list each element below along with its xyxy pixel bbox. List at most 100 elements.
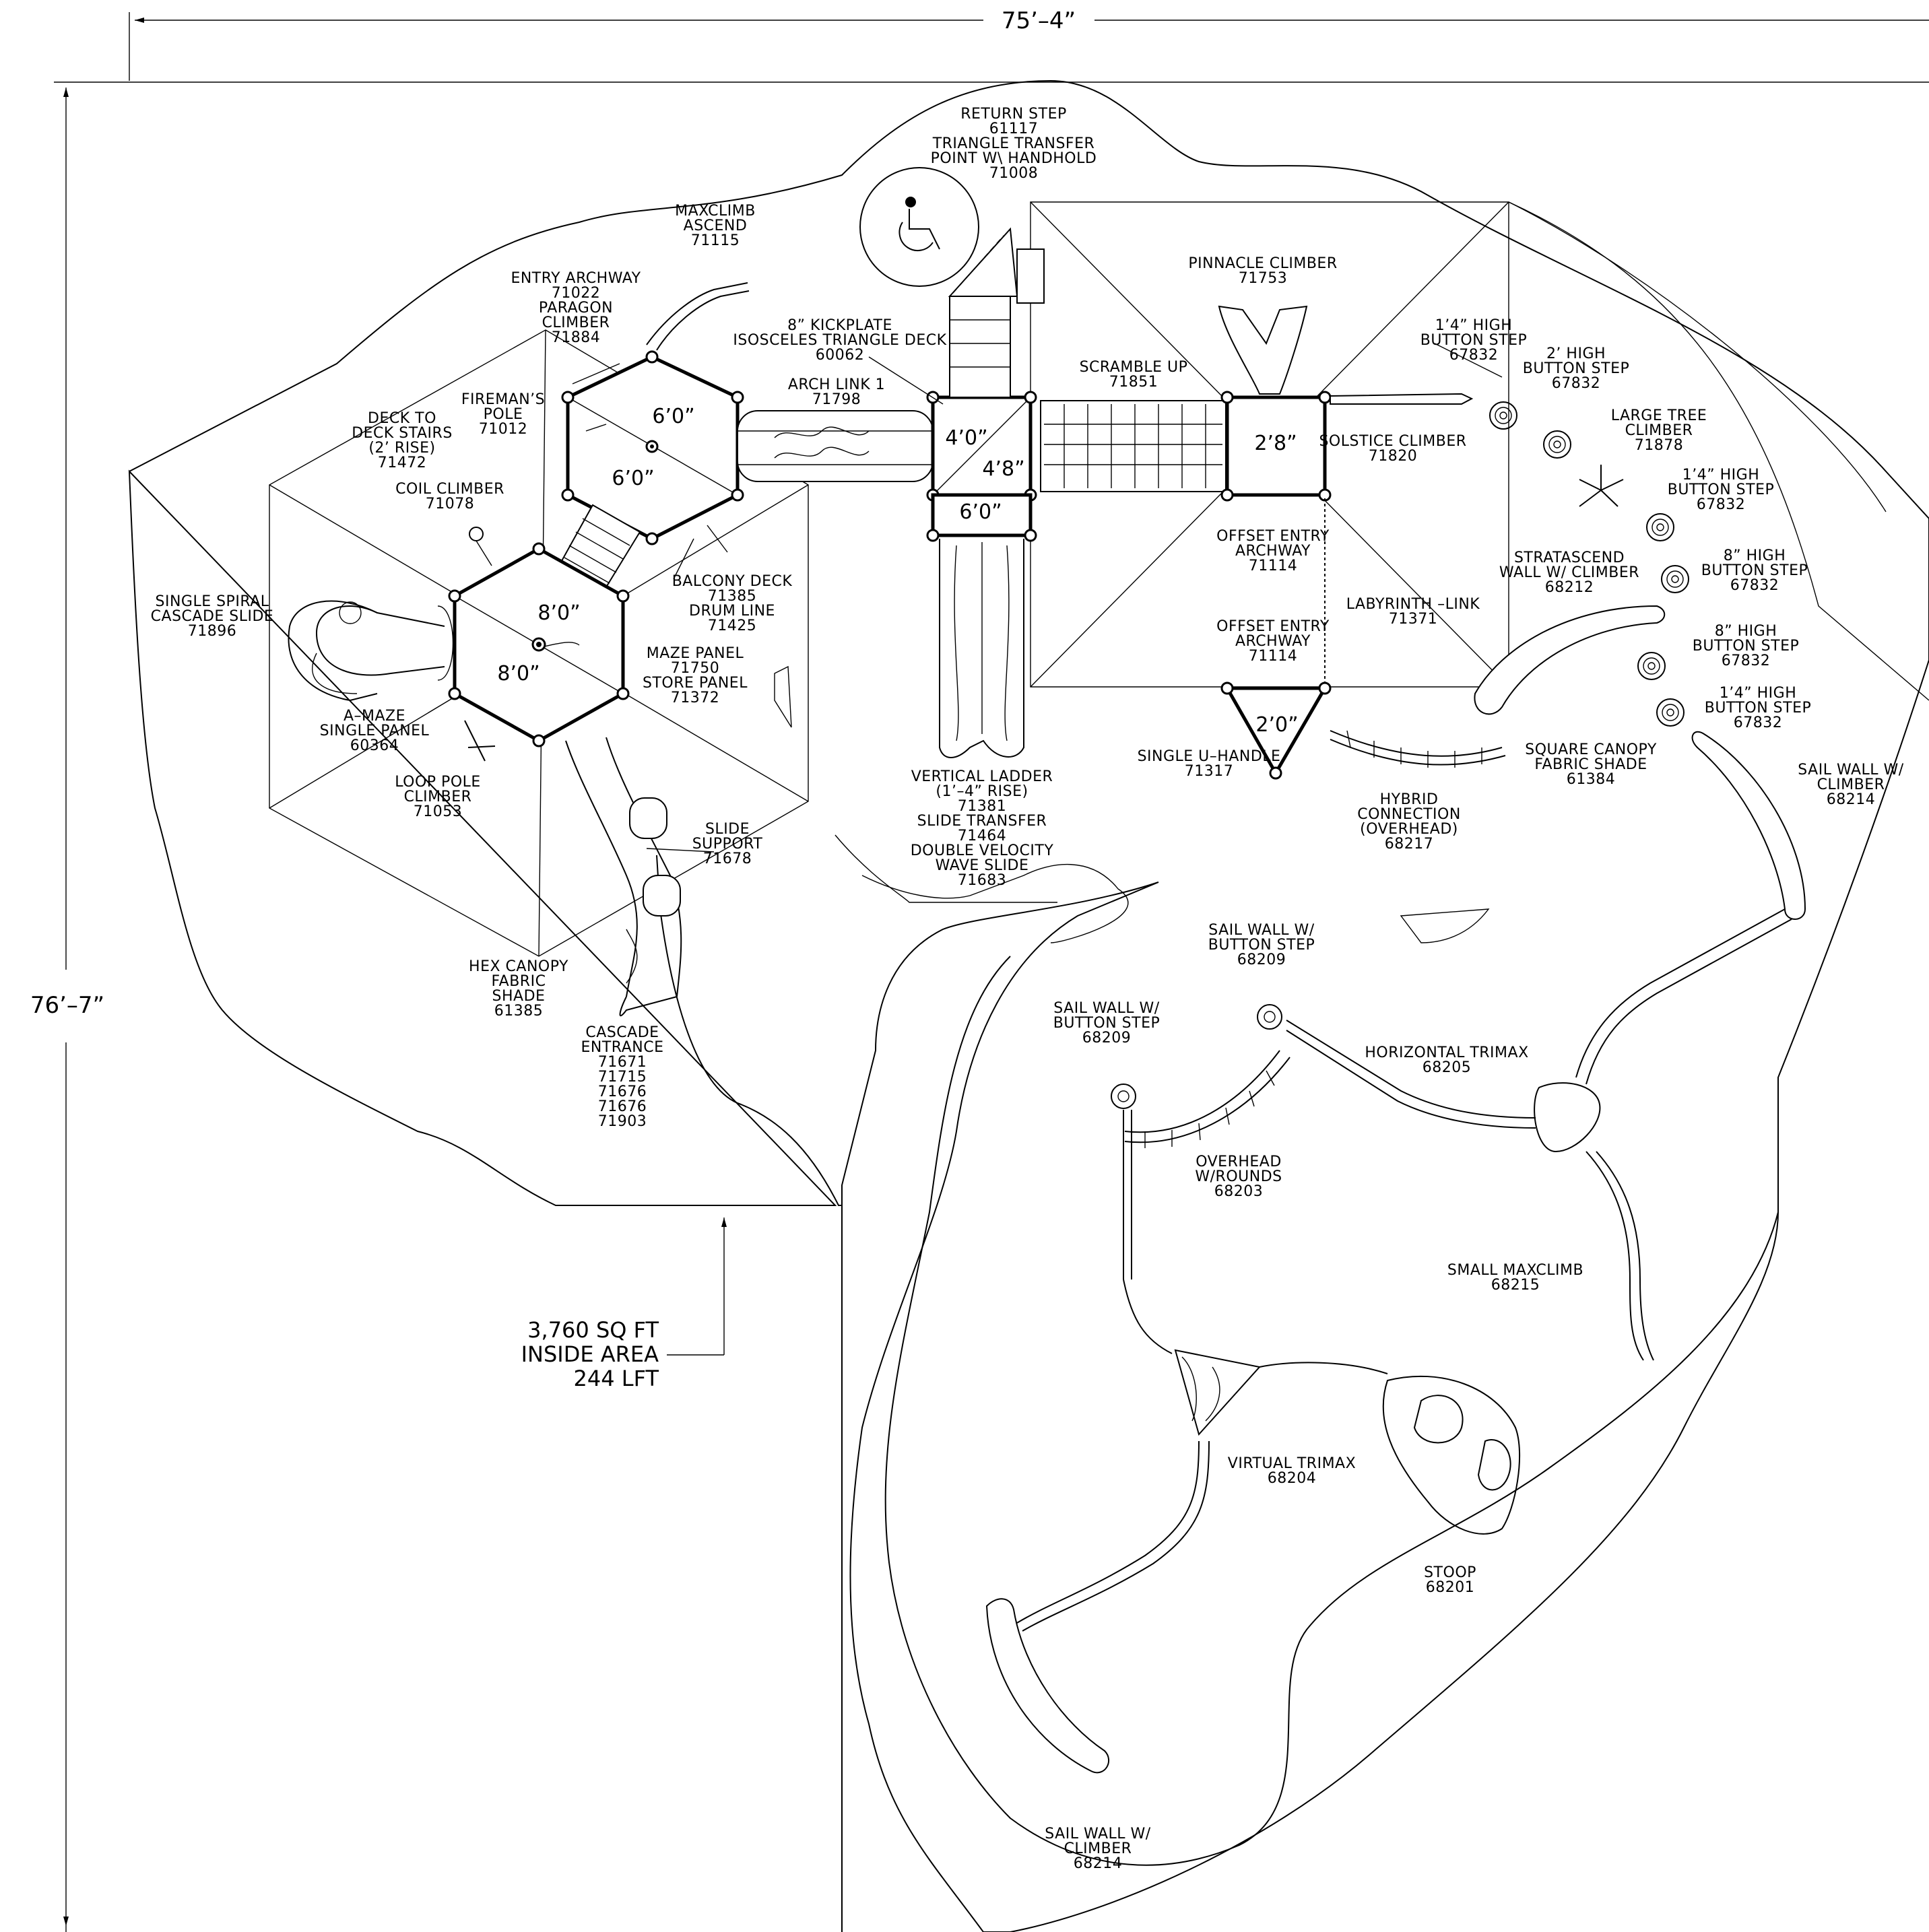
tree-zone-edge [1508, 201, 1887, 512]
deck-size-hex-top-a: 6’0” [652, 405, 694, 428]
label-line: STOOP [1424, 1564, 1476, 1581]
overhead-rungs [1144, 1070, 1275, 1148]
label-line: 67832 [1449, 347, 1499, 364]
sail-wall-climber-a-shape [1691, 731, 1806, 920]
label-line: LARGE TREE [1611, 407, 1707, 424]
button-step-icons [1489, 401, 1689, 727]
label-line: DOUBLE VELOCITY [911, 842, 1054, 859]
label-line: WALL W/ CLIMBER [1499, 564, 1639, 581]
sail-wall-step-b-shape [1111, 1084, 1136, 1279]
horizontal-trimax-shape [1534, 1082, 1601, 1153]
label-line: VIRTUAL TRIMAX [1228, 1455, 1356, 1472]
label-line: 71371 [1389, 611, 1438, 628]
label-line: 71472 [378, 455, 427, 471]
label-line: CLIMBER [1817, 776, 1885, 793]
label-line: TRIANGLE TRANSFER [932, 135, 1095, 152]
label-line: 71903 [598, 1113, 647, 1130]
dimension-lines [54, 12, 1929, 1932]
small-deck [926, 493, 1037, 542]
tree-zone-edge-2 [1508, 201, 1929, 701]
label-line: SCRAMBLE UP [1080, 359, 1188, 376]
label-line: ARCHWAY [1235, 633, 1311, 650]
label-line: 71676 [598, 1084, 647, 1100]
label-line: SMALL MAXCLIMB [1447, 1262, 1583, 1279]
label-line: SINGLE PANEL [320, 723, 430, 739]
label-line: 8” HIGH [1724, 547, 1786, 564]
label-line: OVERHEAD [1196, 1154, 1282, 1170]
label-line: 2’ HIGH [1546, 345, 1606, 362]
label-line: SLIDE [705, 821, 750, 838]
label-line: 71425 [708, 618, 757, 634]
label-line: SAIL WALL W/ [1208, 922, 1315, 939]
label-line: 68205 [1423, 1059, 1472, 1076]
label-line: 71464 [958, 828, 1007, 844]
label-line: SAIL WALL W/ [1798, 762, 1904, 778]
label-line: OFFSET ENTRY [1216, 528, 1330, 545]
label-line: 60364 [350, 737, 399, 754]
label-line: 71385 [708, 588, 757, 605]
sail-wall-climber-b-shape [985, 1598, 1109, 1774]
label-line: 71753 [1239, 270, 1288, 287]
label-line: 1’4” HIGH [1682, 467, 1760, 484]
label-line: 68215 [1491, 1277, 1540, 1294]
label-line: SQUARE CANOPY [1525, 741, 1657, 758]
label-line: SLIDE TRANSFER [917, 813, 1047, 830]
label-line: OFFSET ENTRY [1216, 618, 1330, 635]
label-line: POINT W\ HANDHOLD [931, 150, 1097, 167]
virtual-trimax-arm-west [1123, 1279, 1173, 1354]
virtual-trimax-arm-south [1016, 1440, 1200, 1624]
label-line: 71750 [671, 660, 720, 677]
label-line: 71012 [479, 421, 528, 438]
label-line: 71317 [1185, 763, 1234, 780]
slide-run-pad [861, 864, 1129, 943]
label-line: BALCONY DECK [672, 573, 793, 590]
label-line: CLIMBER [542, 314, 610, 331]
slide-pad-edge [835, 834, 1057, 903]
label-line: CONNECTION [1357, 806, 1461, 823]
label-line: CASCADE SLIDE [151, 608, 274, 625]
label-line: CLIMBER [1064, 1840, 1132, 1857]
solstice-climber-shape [1330, 393, 1474, 405]
label-line: 68214 [1827, 791, 1876, 808]
label-line: SOLSTICE CLIMBER [1319, 433, 1466, 450]
label-line: W/ROUNDS [1195, 1168, 1282, 1185]
label-line: MAZE PANEL [647, 645, 744, 662]
hex-deck-bottom [448, 542, 630, 747]
label-line: FIREMAN’S [461, 391, 545, 408]
label-line: A–MAZE [344, 708, 405, 725]
label-line: SUPPORT [692, 836, 763, 853]
label-line: 71878 [1635, 437, 1684, 454]
label-line: CLIMBER [1625, 422, 1693, 439]
label-line: 71078 [426, 496, 475, 512]
label-line: 71683 [958, 872, 1007, 889]
label-line: HEX CANOPY [469, 958, 568, 975]
label-line: 71676 [598, 1098, 647, 1115]
label-line: 67832 [1552, 375, 1601, 392]
deck-size-right: 2’8” [1254, 432, 1297, 455]
deck-size-square-a: 4’0” [945, 426, 987, 450]
label-line: 67832 [1730, 577, 1779, 594]
area-note-leader [667, 1218, 727, 1356]
label-line: POLE [484, 406, 523, 423]
label-line: 60062 [816, 347, 865, 364]
label-line: LABYRINTH –LINK [1346, 596, 1480, 613]
